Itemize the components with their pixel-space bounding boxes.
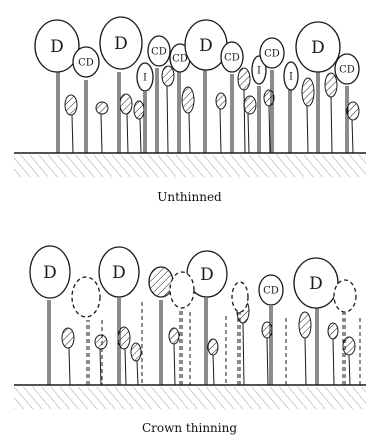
tree-stem xyxy=(346,86,348,153)
suppressed-tree-crown xyxy=(208,339,218,355)
suppressed-tree-crown xyxy=(96,102,108,114)
suppressed-tree-stem xyxy=(174,344,175,385)
tree-stem xyxy=(270,306,272,385)
tree-stem xyxy=(48,300,50,385)
crown-thinning-caption: Crown thinning xyxy=(0,421,379,435)
crown-class-label: D xyxy=(43,263,57,283)
suppressed-tree-stem xyxy=(72,115,73,153)
removed-tree-crown xyxy=(72,277,100,317)
tree-stem xyxy=(231,74,233,153)
suppressed-tree-stem xyxy=(331,97,332,153)
crown-class-label: D xyxy=(199,36,213,56)
suppressed-tree-stem xyxy=(333,339,334,385)
removed-tree-crown xyxy=(334,280,356,312)
suppressed-tree-crown xyxy=(65,95,77,115)
crown-class-label: I xyxy=(257,66,261,77)
suppressed-tree-crown xyxy=(244,96,256,114)
crown-class-label: CD xyxy=(224,53,240,64)
tree-stem xyxy=(85,80,87,153)
suppressed-tree-stem xyxy=(213,355,214,385)
suppressed-tree-stem xyxy=(167,86,168,153)
tree-stem xyxy=(57,70,59,153)
suppressed-tree-crown xyxy=(131,343,141,361)
tree-stem xyxy=(178,70,180,153)
removed-tree-crown xyxy=(232,282,248,312)
suppressed-tree-stem xyxy=(352,120,353,153)
crown-class-label: CD xyxy=(151,47,167,58)
removed-tree-stem xyxy=(87,320,89,385)
suppressed-tree-crown xyxy=(238,68,250,90)
tree-stem xyxy=(317,70,319,153)
suppressed-tree-stem xyxy=(101,114,102,153)
crown-class-label: D xyxy=(200,265,214,285)
removed-tree-crown xyxy=(170,272,194,308)
suppressed-tree-stem xyxy=(189,113,190,153)
tree-stem xyxy=(144,92,146,153)
suppressed-tree-crown xyxy=(120,94,132,114)
suppressed-tree-crown xyxy=(328,323,338,339)
soil-hatch xyxy=(14,387,366,409)
suppressed-tree-stem xyxy=(349,355,350,385)
tree-stem xyxy=(289,90,291,153)
suppressed-tree-stem xyxy=(137,361,138,385)
crown-class-label: D xyxy=(309,274,323,294)
crown-class-label: CD xyxy=(264,49,280,60)
suppressed-tree-stem xyxy=(127,114,128,153)
suppressed-tree-stem xyxy=(267,338,268,385)
suppressed-tree-crown xyxy=(302,78,314,106)
suppressed-tree-crown xyxy=(347,102,359,120)
suppressed-tree-stem xyxy=(243,323,244,385)
crown-class-label: CD xyxy=(172,54,188,65)
crown-class-label: CD xyxy=(263,286,279,297)
crown-class-label: I xyxy=(143,73,147,84)
suppressed-tree-crown xyxy=(299,312,311,338)
suppressed-tree-stem xyxy=(125,349,126,385)
tree-stem xyxy=(271,70,273,153)
crown-class-label: D xyxy=(114,34,128,54)
tree-stem xyxy=(118,72,120,153)
soil-hatch xyxy=(14,155,366,177)
suppressed-tree-crown xyxy=(216,93,226,109)
removed-tree-stem xyxy=(180,310,182,385)
crown-class-label: I xyxy=(289,72,293,83)
tree-crown xyxy=(149,267,173,297)
suppressed-tree-crown xyxy=(162,66,174,86)
suppressed-tree-stem xyxy=(69,348,70,385)
tree-stem xyxy=(160,300,162,385)
tree-stem xyxy=(316,302,318,385)
suppressed-tree-stem xyxy=(269,106,270,153)
tree-stem xyxy=(204,70,206,153)
suppressed-tree-crown xyxy=(325,73,337,97)
suppressed-tree-crown xyxy=(182,87,194,113)
suppressed-tree-stem xyxy=(100,349,101,385)
suppressed-tree-crown xyxy=(95,335,107,349)
suppressed-tree-stem xyxy=(248,114,249,153)
crown-class-label: D xyxy=(311,38,325,58)
tree-stem xyxy=(205,298,207,385)
crown-thinning-stand: D D D CD D xyxy=(14,246,366,409)
suppressed-tree-stem xyxy=(305,338,306,385)
suppressed-tree-stem xyxy=(140,119,141,153)
suppressed-tree-stem xyxy=(220,109,221,153)
unthinned-caption: Unthinned xyxy=(0,190,379,204)
suppressed-tree-stem xyxy=(307,106,308,153)
suppressed-tree-crown xyxy=(169,328,179,344)
tree-stem xyxy=(156,68,158,153)
suppressed-tree-crown xyxy=(134,101,144,119)
removed-tree-stem xyxy=(238,312,240,385)
tree-stem xyxy=(258,86,260,153)
unthinned-stand: DCDDICDCDDCDICDIDCD xyxy=(14,17,366,177)
crown-class-label: D xyxy=(50,37,64,57)
crown-class-label: D xyxy=(112,263,126,283)
suppressed-tree-crown xyxy=(62,328,74,348)
crown-class-label: CD xyxy=(339,65,355,76)
crown-class-label: CD xyxy=(78,58,94,69)
